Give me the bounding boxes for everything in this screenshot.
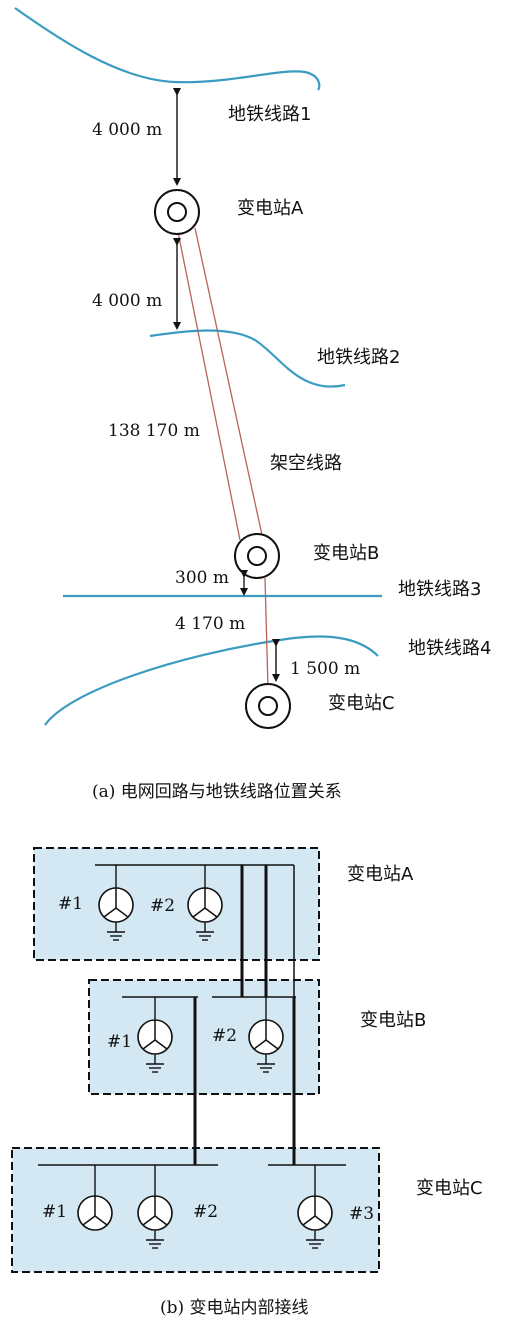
substation-b-symbol <box>234 533 280 579</box>
subway-line-4 <box>44 635 379 726</box>
distance-label-1: 4 000 m <box>92 120 163 140</box>
transformer-a1-label: #1 <box>58 894 84 914</box>
substation-c-symbol <box>245 683 291 729</box>
distance-label-4: 300 m <box>175 568 229 588</box>
transformer-b1-symbol <box>137 1019 173 1055</box>
overhead-line-1 <box>177 231 241 541</box>
panel-b-graphics <box>11 847 380 1273</box>
transformer-b2-label: #2 <box>212 1026 238 1046</box>
transformer-c3-label: #3 <box>349 1204 375 1224</box>
caption-a: (a) 电网回路与地铁线路位置关系 <box>92 782 342 802</box>
substation-c-label: 变电站C <box>328 693 395 714</box>
transformer-c1-label: #1 <box>42 1202 68 1222</box>
caption-b: (b) 变电站内部接线 <box>160 1298 309 1318</box>
substation-a-label: 变电站A <box>237 198 304 219</box>
transformer-b2-symbol <box>248 1019 284 1055</box>
subway-line-1 <box>14 7 321 91</box>
panel-a-graphics <box>14 7 382 729</box>
transformer-a1-symbol <box>98 887 134 923</box>
feeder-lines <box>193 865 296 1165</box>
distance-label-3: 138 170 m <box>108 421 200 441</box>
transformer-a2-symbol <box>187 887 223 923</box>
overhead-line-3 <box>264 577 269 689</box>
transformer-c1-symbol <box>77 1195 113 1231</box>
subway-line-1-label: 地铁线路1 <box>228 104 312 125</box>
station-box-a <box>33 847 320 961</box>
subway-line-2 <box>149 329 346 388</box>
transformer-c2-label: #2 <box>193 1202 219 1222</box>
distance-label-6: 1 500 m <box>290 659 361 679</box>
substation-b-label: 变电站B <box>313 543 380 564</box>
subway-line-2-label: 地铁线路2 <box>317 347 401 368</box>
station-c-label: 变电站C <box>416 1178 483 1199</box>
station-b-label: 变电站B <box>360 1010 427 1031</box>
transformer-b1-label: #1 <box>107 1032 133 1052</box>
transformer-c2-symbol <box>137 1195 173 1231</box>
subway-line-4-label: 地铁线路4 <box>408 638 492 659</box>
transformer-c3-symbol <box>297 1195 333 1231</box>
subway-line-3-label: 地铁线路3 <box>398 579 482 600</box>
station-a-label: 变电站A <box>347 864 414 885</box>
overhead-line-label: 架空线路 <box>270 453 342 474</box>
transformer-a2-label: #2 <box>150 896 176 916</box>
substation-a-symbol <box>154 189 200 235</box>
distance-label-2: 4 000 m <box>92 291 163 311</box>
distance-label-5: 4 170 m <box>175 614 246 634</box>
overhead-line-2 <box>194 227 263 536</box>
